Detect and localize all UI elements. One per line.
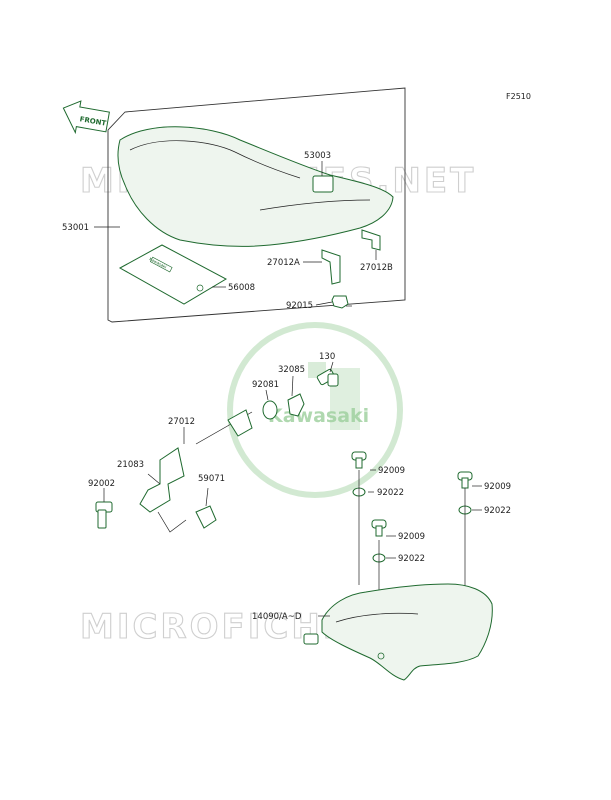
kawasaki-watermark-logo: Kawasaki xyxy=(227,322,403,498)
label-92081: 92081 xyxy=(252,380,279,390)
bolt-92002[interactable] xyxy=(95,501,113,529)
lever-21083[interactable] xyxy=(139,447,185,513)
bolt-92009-c[interactable] xyxy=(371,519,387,537)
spring-32085[interactable] xyxy=(287,393,305,417)
label-92015: 92015 xyxy=(286,301,313,311)
owner-manual-56008[interactable] xyxy=(118,244,228,305)
seat-group-frame xyxy=(107,87,406,323)
seat-53001[interactable] xyxy=(117,126,394,247)
figure-id: F2510 xyxy=(506,92,531,101)
nut-92015[interactable] xyxy=(331,295,349,309)
label-53001: 53001 xyxy=(62,223,89,233)
label-92022-a: 92022 xyxy=(377,488,404,498)
bracket-27012A[interactable] xyxy=(321,249,341,285)
seat-cover-14090[interactable] xyxy=(303,583,493,681)
label-27012: 27012 xyxy=(168,417,195,427)
bolt-130[interactable] xyxy=(316,368,339,387)
label-92009-c: 92009 xyxy=(398,532,425,542)
label-92022-c: 92022 xyxy=(398,554,425,564)
label-53003: 53003 xyxy=(304,151,331,161)
cable-59071[interactable] xyxy=(157,505,217,533)
bracket-27012B[interactable] xyxy=(361,229,381,251)
bolt-92009-b[interactable] xyxy=(457,471,473,489)
spring-92081[interactable] xyxy=(262,400,278,420)
label-27012A: 27012A xyxy=(267,258,300,268)
label-21083: 21083 xyxy=(117,460,144,470)
bolt-92009-a[interactable] xyxy=(351,451,367,469)
label-130: 130 xyxy=(319,352,335,362)
seat-band-53003[interactable] xyxy=(312,175,334,193)
label-92002: 92002 xyxy=(88,479,115,489)
shaft-27012[interactable] xyxy=(195,409,253,445)
label-92022-b: 92022 xyxy=(484,506,511,516)
label-59071: 59071 xyxy=(198,474,225,484)
label-27012B: 27012B xyxy=(360,263,393,273)
watermark-brand-text: Kawasaki xyxy=(268,405,369,427)
label-92009-b: 92009 xyxy=(484,482,511,492)
label-56008: 56008 xyxy=(228,283,255,293)
label-32085: 32085 xyxy=(278,365,305,375)
front-arrow-icon: FRONT xyxy=(62,100,110,135)
label-14090: 14090/A~D xyxy=(252,612,302,622)
label-92009-a: 92009 xyxy=(378,466,405,476)
